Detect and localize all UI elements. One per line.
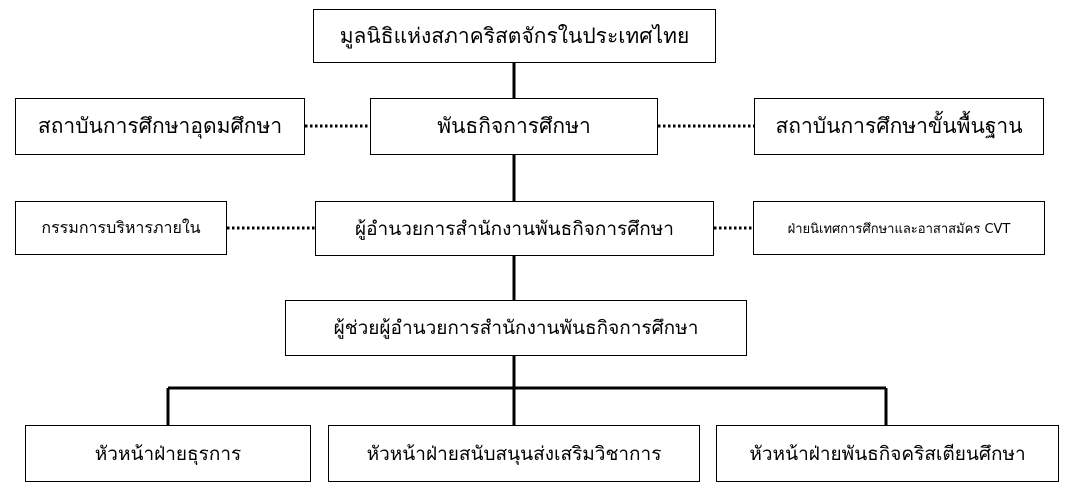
node-head-admin: หัวหน้าฝ่ายธุรการ: [25, 425, 311, 482]
node-internal-committee: กรรมการบริหารภายใน: [15, 201, 227, 255]
node-basic-ed: สถาบันการศึกษาขั้นพื้นฐาน: [754, 98, 1044, 155]
node-higher-ed: สถาบันการศึกษาอุดมศึกษา: [15, 98, 305, 155]
node-director: ผู้อำนวยการสำนักงานพันธกิจการศึกษา: [315, 201, 714, 256]
node-assistant-director: ผู้ช่วยผู้อำนวยการสำนักงานพันธกิจการศึกษ…: [285, 300, 747, 356]
node-education-mission: พันธกิจการศึกษา: [370, 98, 658, 155]
node-head-christian: หัวหน้าฝ่ายพันธกิจคริสเตียนศึกษา: [716, 425, 1059, 482]
node-foundation: มูลนิธิแห่งสภาคริสตจักรในประเทศไทย: [313, 9, 716, 63]
node-head-academic: หัวหน้าฝ่ายสนับสนุนส่งเสริมวิชาการ: [328, 425, 700, 482]
node-supervision-cvt: ฝ่ายนิเทศการศึกษาและอาสาสมัคร CVT: [753, 201, 1045, 255]
